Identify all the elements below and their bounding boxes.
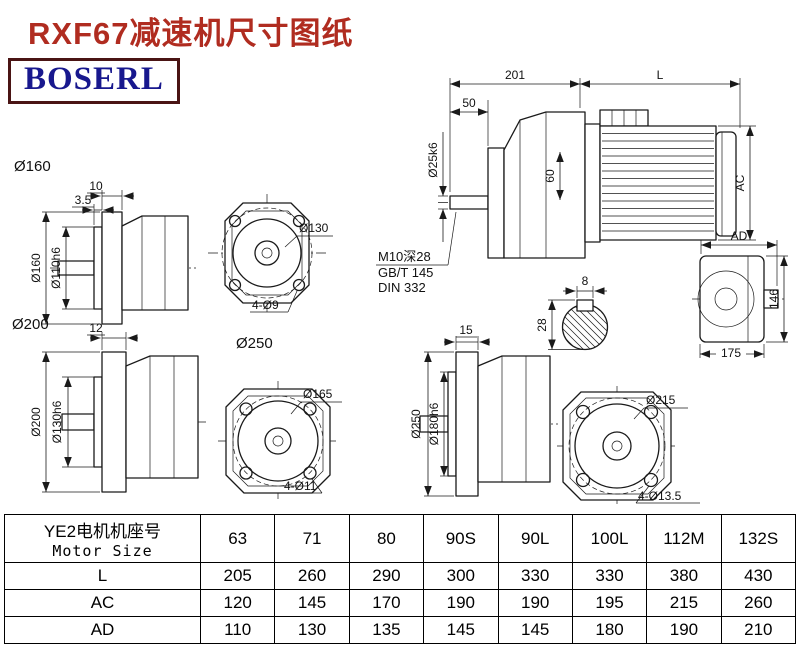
table-cell: 300 — [423, 562, 499, 590]
column-header: 100L — [571, 514, 648, 563]
dim-60: 60 — [543, 169, 557, 183]
column-header: 80 — [348, 514, 425, 563]
table-cell: 145 — [274, 589, 350, 617]
dim-flange250-bcd: Ø215 — [646, 393, 676, 407]
note-din-standard: DIN 332 — [378, 280, 426, 295]
table-cell: 290 — [348, 562, 425, 590]
table-cell: 135 — [348, 616, 425, 644]
key-cross-section: 8 28 — [535, 274, 609, 351]
row-label: AC — [4, 589, 201, 617]
column-header: 63 — [199, 514, 276, 563]
shaft-tap-note: M10深28 GB/T 145 DIN 332 — [376, 211, 457, 295]
label-flange200: Ø200 — [12, 316, 49, 333]
flange160-front-view: Ø130 4-Ø9 — [208, 194, 333, 313]
table-cell: 190 — [423, 589, 499, 617]
column-header: 90L — [497, 514, 573, 563]
page-title: RXF67减速机尺寸图纸 — [28, 16, 354, 51]
table-cell: 195 — [571, 589, 648, 617]
dim-flange200-holes: 4-Ø11 — [284, 479, 317, 493]
dim-flange250-holes: 4-Ø13.5 — [638, 489, 682, 503]
column-header: 112M — [646, 514, 722, 563]
dim-L: L — [657, 68, 664, 82]
dim-AC: AC — [733, 174, 747, 191]
table-cell: 190 — [646, 616, 722, 644]
dimension-table: YE2电机机座号 Motor Size 63 71 80 90S 90L 100… — [4, 514, 797, 644]
table-cell: 145 — [497, 616, 573, 644]
dim-flange200-spigot: Ø130h6 — [50, 400, 64, 443]
dim-flange200-od: Ø200 — [29, 407, 43, 437]
brand-logo-text: BOSERL — [24, 61, 164, 97]
flange200-side-view: 12 Ø200 Ø130h6 — [29, 321, 206, 493]
dim-flange250-thickness: 15 — [459, 323, 473, 337]
dim-flange160-holes: 4-Ø9 — [252, 298, 279, 312]
motor-size-label-cn: YE2电机机座号 — [43, 522, 162, 541]
dim-flange250-spigot: Ø180h6 — [427, 402, 441, 445]
table-cell: 380 — [646, 562, 722, 590]
technical-drawing: 201 L 50 Ø25k6 60 AC M10深28 GB/T 145 DIN… — [12, 68, 788, 506]
label-flange250: Ø250 — [236, 335, 273, 352]
flange160-side-view: 10 3.5 Ø160 Ø110h6 — [29, 179, 196, 325]
table-row-AD: AD 110 130 135 145 145 180 190 210 — [4, 616, 797, 644]
table-header-row: YE2电机机座号 Motor Size 63 71 80 90S 90L 100… — [4, 514, 797, 563]
flange200-front-view: Ø165 4-Ø11 — [218, 381, 342, 501]
motor-size-label-en: Motor Size — [52, 542, 153, 560]
output-end-view: AD 146 175 — [692, 229, 788, 360]
dim-AD: AD — [731, 229, 748, 243]
dim-flange200-thickness: 12 — [89, 321, 103, 335]
table-cell: 215 — [646, 589, 722, 617]
table-row-AC: AC 120 145 170 190 190 195 215 260 — [4, 589, 797, 617]
brand-logo: BOSERL — [8, 58, 180, 104]
dim-flange250-od: Ø250 — [409, 409, 423, 439]
dim-146: 146 — [767, 289, 781, 309]
row-label: AD — [4, 616, 201, 644]
table-cell: 260 — [720, 589, 797, 617]
table-cell: 130 — [274, 616, 350, 644]
table-row-L: L 205 260 290 300 330 330 380 430 — [4, 562, 797, 590]
dim-flange160-spigot-depth: 3.5 — [75, 193, 92, 207]
main-side-view: 201 L 50 Ø25k6 60 AC — [426, 68, 756, 259]
note-gb-standard: GB/T 145 — [378, 265, 433, 280]
column-header: 132S — [720, 514, 797, 563]
table-cell: 330 — [571, 562, 648, 590]
note-tap: M10深28 — [378, 249, 431, 264]
label-flange160: Ø160 — [14, 158, 51, 175]
table-cell: 210 — [720, 616, 797, 644]
table-cell: 120 — [199, 589, 276, 617]
dim-key-height: 28 — [535, 318, 549, 332]
table-cell: 170 — [348, 589, 425, 617]
dim-flange160-thickness: 10 — [89, 179, 103, 193]
table-cell: 190 — [497, 589, 573, 617]
dim-flange160-od: Ø160 — [29, 253, 43, 283]
dim-50: 50 — [462, 96, 476, 110]
flange250-side-view: 15 Ø250 Ø180h6 — [409, 323, 558, 497]
table-cell: 145 — [423, 616, 499, 644]
table-cell: 330 — [497, 562, 573, 590]
table-cell: 180 — [571, 616, 648, 644]
table-header-motor-size: YE2电机机座号 Motor Size — [4, 514, 201, 563]
table-cell: 260 — [274, 562, 350, 590]
dim-shaft-diameter: Ø25k6 — [426, 142, 440, 178]
row-label: L — [4, 562, 201, 590]
column-header: 90S — [423, 514, 499, 563]
dim-flange200-bcd: Ø165 — [303, 387, 333, 401]
table-cell: 110 — [199, 616, 276, 644]
dim-201: 201 — [505, 68, 525, 82]
dim-flange160-spigot: Ø110h6 — [49, 247, 63, 289]
column-header: 71 — [274, 514, 350, 563]
table-cell: 205 — [199, 562, 276, 590]
table-cell: 430 — [720, 562, 797, 590]
dim-175: 175 — [721, 346, 741, 360]
dim-key-width: 8 — [582, 274, 589, 288]
flange250-front-view: Ø215 4-Ø13.5 — [557, 386, 700, 506]
dim-flange160-bcd: Ø130 — [299, 221, 329, 235]
